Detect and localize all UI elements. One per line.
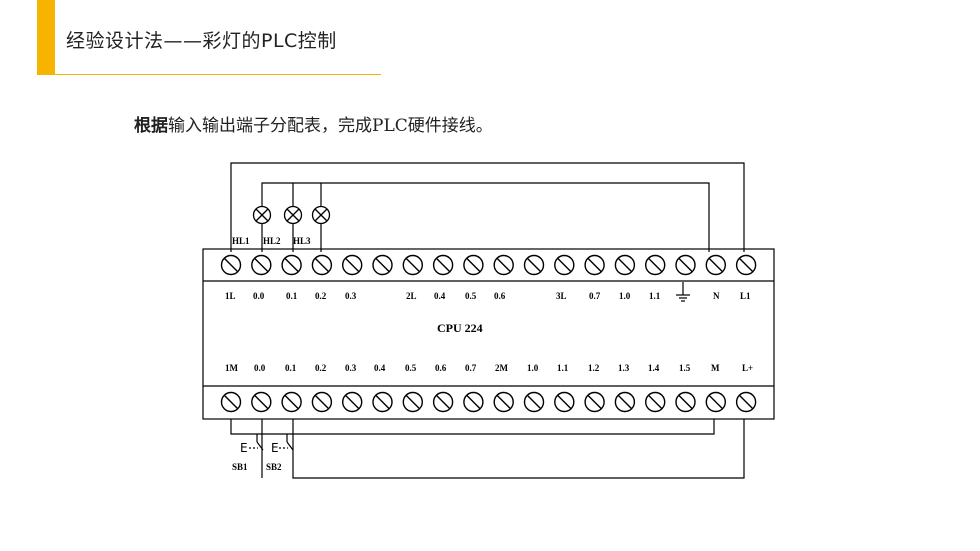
top-screw-terminal [614,254,636,276]
bottom-terminal-label: 0.6 [435,363,447,373]
top-terminal-label: 0.6 [494,291,506,301]
wire-1l-l1 [230,162,745,252]
top-screw-terminal [463,254,484,276]
bottom-screw-terminal [281,391,302,413]
bottom-terminal-label: L+ [742,363,753,373]
bottom-terminal-label: 0.4 [374,363,386,373]
instruction-body: 输入输出端子分配表，完成PLC硬件接线。 [168,116,493,136]
bottom-screw-terminal [614,391,636,413]
top-terminal-label: 0.3 [345,291,357,301]
bottom-terminal-label: 0.7 [465,363,477,373]
lamp-symbol [311,205,331,225]
top-terminal-label: 1L [225,291,236,301]
bottom-terminal-label: 2M [495,363,509,373]
top-screw-terminal [735,254,757,276]
bottom-screw-terminal [735,391,757,413]
top-screw-terminal [372,254,393,276]
bottom-terminal-label: 1.1 [557,363,569,373]
bottom-terminal-label: 1.5 [679,363,691,373]
title-underline [55,74,381,75]
top-screw-terminal [523,254,545,276]
top-screw-terminal [493,254,514,276]
top-terminal-label: 3L [556,291,567,301]
top-terminal-label: 0.2 [315,291,327,301]
top-screw-terminal [432,254,454,276]
wire-lamps-n [261,182,710,252]
top-screw-terminal [554,254,575,276]
lamp-symbol [252,205,272,225]
top-terminal-label: N [713,291,720,301]
bottom-screw-terminal [311,391,333,413]
bottom-terminal-label: 0.2 [315,363,327,373]
top-terminal-label: 0.4 [434,291,446,301]
top-terminal-label: 2L [406,291,417,301]
top-screw-terminal [281,254,302,276]
sb1-symbol: E [240,441,248,455]
top-screw-terminal [584,254,605,276]
top-terminal-label: 0.7 [589,291,601,301]
bottom-screw-terminal [251,391,272,413]
bottom-screw-terminal [554,391,575,413]
bottom-terminal-label: 0.1 [285,363,297,373]
bottom-screw-terminal [493,391,514,413]
top-screw-terminal [342,254,363,276]
bottom-screw-terminal [705,391,726,413]
bottom-screw-terminal [584,391,605,413]
bottom-screw-terminal [342,391,363,413]
top-terminal-label: 0.0 [253,291,265,301]
bottom-terminal-label: 1.0 [527,363,539,373]
top-terminal-label: 0.5 [465,291,477,301]
lamp-label: HL1 [232,236,250,246]
bottom-terminal-label: 0.5 [405,363,417,373]
top-screw-terminal [220,254,242,276]
top-screw-terminal [251,254,272,276]
wire-1m-m [230,419,715,435]
top-terminal-label: 0.1 [286,291,298,301]
instruction-text: 根据输入输出端子分配表，完成PLC硬件接线。 [134,111,493,136]
bottom-screw-terminal [523,391,545,413]
wire-lplus [292,419,745,479]
top-screw-terminal [311,254,333,276]
bottom-terminal-label: 1.2 [588,363,600,373]
title-accent-bar [37,0,55,75]
instruction-bold: 根据 [134,116,168,136]
bottom-terminal-label: 1.3 [618,363,630,373]
lamp-symbol [283,205,303,225]
bottom-terminal-label: 0.0 [254,363,266,373]
sb1-label: SB1 [232,462,248,472]
bottom-terminal-label: 1M [225,363,239,373]
cpu-model-label: CPU 224 [437,321,483,335]
bottom-screw-terminal [432,391,454,413]
sb2-label: SB2 [266,462,282,472]
plc-body [202,248,775,420]
top-screw-terminal [675,254,696,276]
bottom-screw-terminal [645,391,666,413]
bottom-screw-terminal [675,391,696,413]
lamp-label: HL2 [263,236,281,246]
bottom-terminal-label: M [711,363,720,373]
top-terminal-label: 1.1 [649,291,661,301]
bottom-screw-terminal [402,391,423,413]
lamp-label: HL3 [293,236,311,246]
bottom-screw-terminal [463,391,484,413]
top-screw-terminal [645,254,666,276]
top-terminal-label: 1.0 [619,291,631,301]
bottom-terminal-label: 1.4 [648,363,660,373]
slide-title: 经验设计法——彩灯的PLC控制 [66,30,337,52]
top-terminal-label: L1 [740,291,751,301]
bottom-screw-terminal [372,391,393,413]
bottom-terminal-label: 0.3 [345,363,357,373]
sb2-symbol: E [271,441,279,455]
bottom-screw-terminal [220,391,242,413]
top-screw-terminal [705,254,726,276]
top-screw-terminal [402,254,423,276]
